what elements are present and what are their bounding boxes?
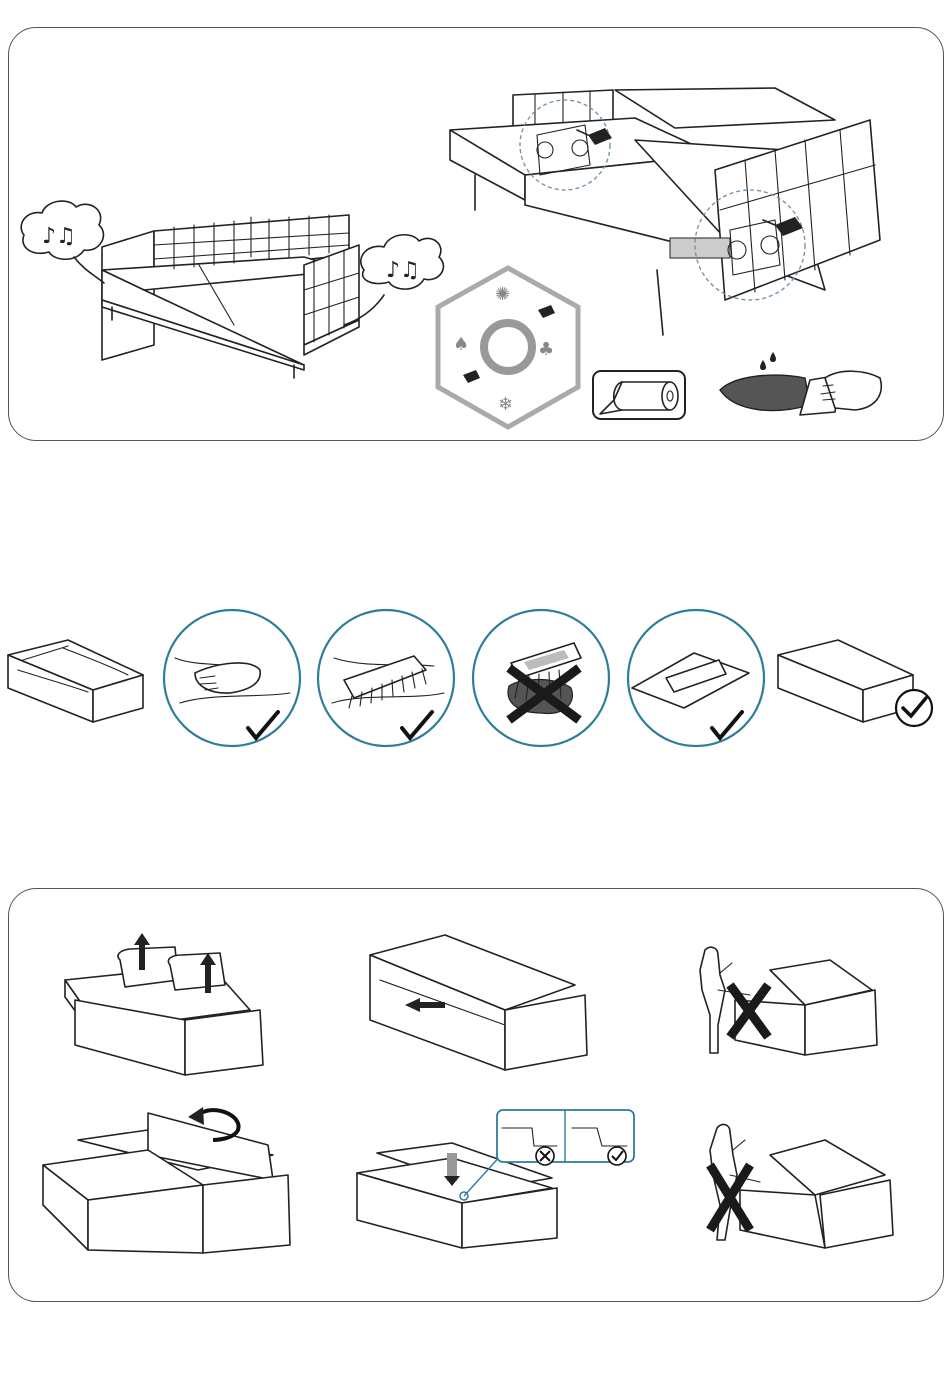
step-lock-mechanism xyxy=(352,1108,642,1253)
music-note-cloud-icon: ♪♫ xyxy=(21,201,104,283)
svg-text:✺: ✺ xyxy=(495,284,510,305)
svg-text:♠: ♠ xyxy=(453,334,469,355)
svg-text:♪♫: ♪♫ xyxy=(42,224,76,249)
sofa-with-cover xyxy=(8,630,150,725)
seasonal-cycle-icon: ✺ ♣ ❄ ♠ xyxy=(433,265,583,430)
sofa-noise-illustration: ♪♫ ♪♫ xyxy=(14,195,454,385)
blot-spill-icon xyxy=(715,350,890,425)
step-unfold-back xyxy=(38,1105,293,1255)
step-remove-cushions xyxy=(60,925,270,1080)
care-step-iron-with-cloth xyxy=(624,608,769,748)
sofa-drawing xyxy=(102,215,359,378)
care-step-no-steam-iron xyxy=(469,608,614,748)
svg-text:❄: ❄ xyxy=(498,394,513,415)
sofa-clean-done xyxy=(778,630,938,730)
step-pull-seat xyxy=(365,930,595,1075)
step-no-stepping xyxy=(695,1120,895,1255)
care-step-brush xyxy=(314,608,459,748)
care-step-hand xyxy=(160,608,305,748)
step-no-kicking xyxy=(690,945,885,1070)
svg-text:♣: ♣ xyxy=(538,339,554,360)
svg-text:♪♫: ♪♫ xyxy=(386,258,420,283)
paper-roll-icon xyxy=(592,370,687,420)
